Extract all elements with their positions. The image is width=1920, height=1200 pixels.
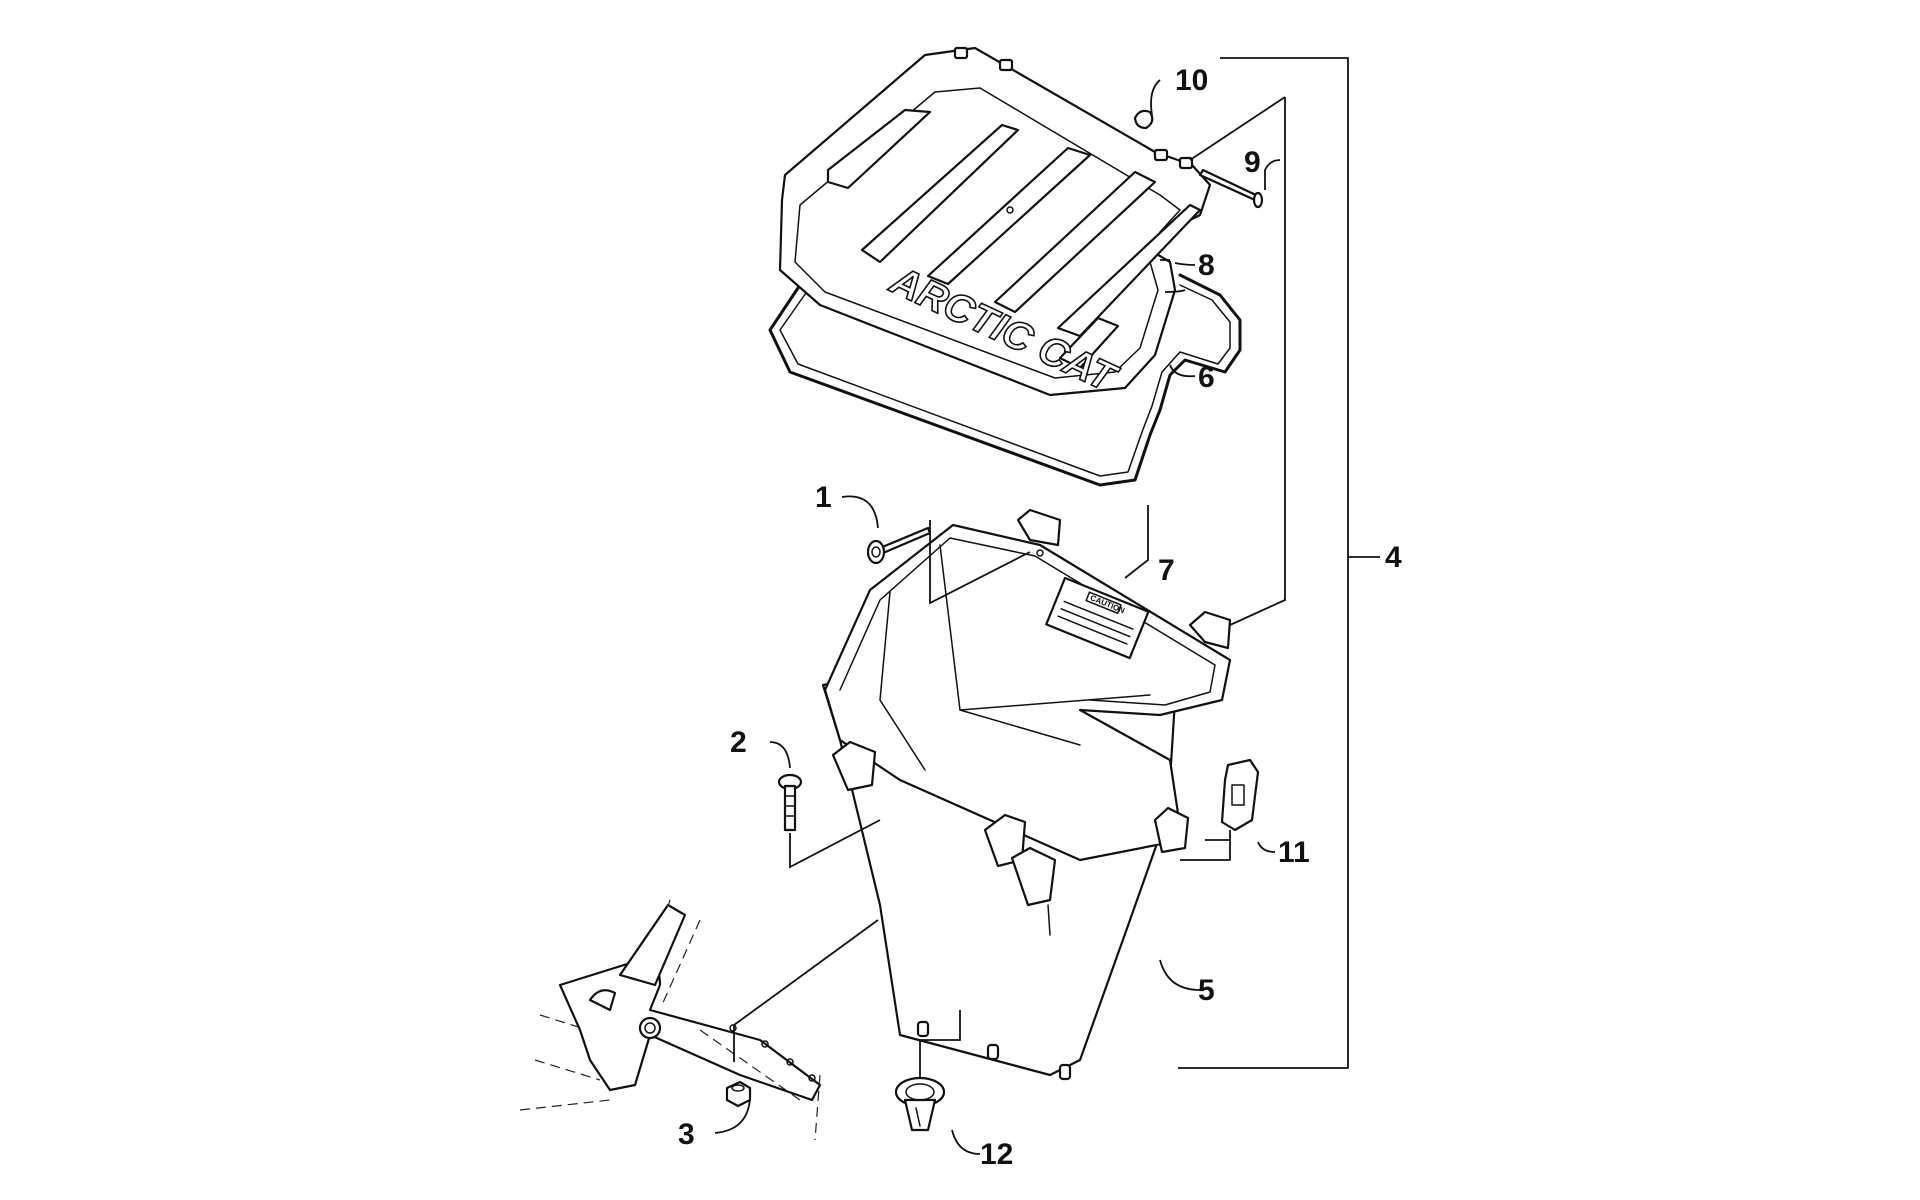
rack-wire-frame: [768, 273, 1242, 487]
rack-slot-5: [1056, 203, 1202, 338]
rack-slot-2: [860, 123, 1020, 264]
callout-2: 2: [730, 726, 747, 759]
assembly-bracket: [1178, 57, 1349, 1069]
storage-box: CAUTION: [821, 508, 1232, 1081]
rack-slot-3: [926, 146, 1092, 286]
callout-3: 3: [678, 1118, 695, 1151]
bolt-2: [777, 773, 803, 832]
callout-12: 12: [980, 1138, 1013, 1171]
callout-7: 7: [1158, 554, 1175, 587]
nut-3: [725, 1080, 752, 1108]
screw-1: [866, 526, 932, 565]
callout-6: 6: [1198, 361, 1215, 394]
drain-plug: [894, 1076, 946, 1132]
callout-11: 11: [1278, 836, 1310, 869]
callout-4: 4: [1385, 541, 1402, 574]
callout-5: 5: [1198, 974, 1215, 1007]
retaining-clip: [1133, 109, 1154, 130]
callout-8: 8: [1198, 249, 1215, 282]
hinge-pin: [1198, 168, 1264, 209]
leader-lines: [714, 79, 1286, 1155]
callout-1: 1: [815, 481, 832, 514]
latch-clip: [1220, 758, 1260, 832]
rack-slot-4: [993, 170, 1157, 314]
storage-rack: ARCTIC CAT: [768, 46, 1242, 487]
callout-labels: 1 2 3 4 5 6 7 8 9 10 11 12: [678, 64, 1402, 1171]
rack-slot-1: [826, 108, 932, 190]
callout-9: 9: [1244, 146, 1261, 179]
rack-slot-6: [1058, 316, 1120, 370]
vehicle-frame: [519, 899, 822, 1141]
callout-10: 10: [1175, 64, 1208, 97]
caution-label: CAUTION: [1045, 576, 1150, 660]
